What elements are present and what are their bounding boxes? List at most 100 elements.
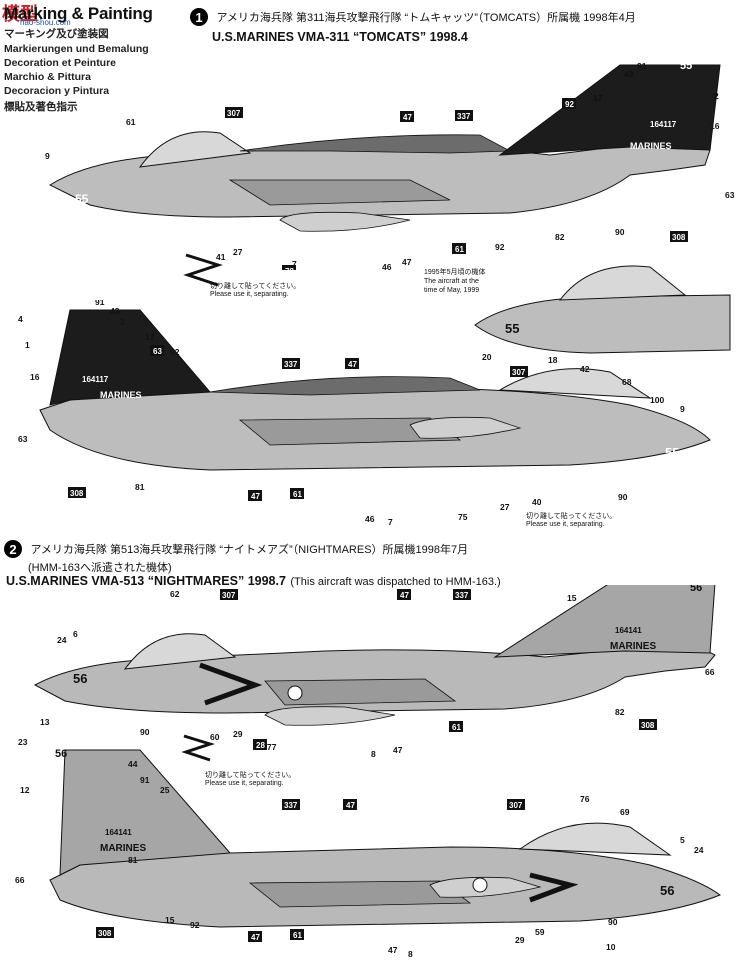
- tag-box: [282, 799, 300, 810]
- tag-text: 308: [672, 233, 686, 242]
- tag-text: 61: [455, 245, 464, 254]
- tag-box: [248, 931, 262, 942]
- scheme1-callout-numbers: 61 17 43 91 2 16 63 9 41 27 7 46 47 92 8…: [45, 61, 735, 270]
- legend-line-es: Decoracion y Pintura: [4, 85, 110, 97]
- callout-81: 81: [135, 482, 145, 492]
- tag-text: 337: [457, 112, 471, 121]
- scheme1-left-view: 55 164117 MARINES 55 307 47 337 92 61 30…: [45, 60, 735, 270]
- separate-decal-1: [183, 253, 223, 287]
- scheme2-subtitle: (HMM-163へ派遣された機体): [28, 558, 172, 576]
- callout-42: 42: [580, 364, 590, 374]
- tag-box: [507, 799, 525, 810]
- callout-90: 90: [140, 727, 150, 737]
- separate-note-2-jp: 切り離して貼ってください。: [526, 513, 617, 520]
- callout-20: 20: [482, 352, 492, 362]
- callout-76: 76: [580, 794, 590, 804]
- scheme2-title-jp2: (HMM-163へ派遣された機体): [28, 562, 172, 574]
- scheme2-serial: 164141: [615, 626, 642, 635]
- callout-81: 81: [128, 855, 138, 865]
- tag-box: [670, 231, 688, 242]
- callout-16: 16: [30, 372, 40, 382]
- scheme1-title-jp: アメリカ海兵隊 第311海兵攻撃飛行隊 “トムキャッツ”（TOMCATS）所属機…: [216, 12, 636, 25]
- scheme1-title-en: U.S.MARINES VMA-311 “TOMCATS” 1998.4: [212, 30, 468, 44]
- may-note: 1995年5月頃の機体 The aircraft at the time of …: [424, 268, 485, 295]
- callout-92: 92: [190, 920, 200, 930]
- legend-line-fr: Decoration et Peinture: [4, 57, 117, 69]
- callout-66: 66: [705, 667, 715, 677]
- callout-4: 4: [18, 314, 23, 324]
- tag-text: 28: [256, 741, 265, 750]
- callout-63: 63: [725, 190, 735, 200]
- tag-text: 47: [400, 591, 409, 600]
- callout-16: 16: [710, 121, 720, 131]
- tag-text: 307: [227, 109, 241, 118]
- callout-8: 8: [408, 949, 413, 959]
- separate-decal-2: [181, 734, 215, 762]
- tag-box: [397, 589, 411, 600]
- tag-text: 61: [452, 723, 461, 732]
- scheme2-tail-code: 56: [690, 585, 702, 594]
- site-logo: 模型 hao-shou.com: [0, 0, 80, 32]
- tag-text: 307: [222, 591, 236, 600]
- tag-box: [248, 490, 262, 501]
- callout-75: 75: [458, 512, 468, 522]
- scheme1-r-callout-numbers: 4 91 43 3 1 16 63 17 92 42 68 100 9 81 4…: [18, 300, 685, 527]
- may-note-jp: 1995年5月頃の機体: [424, 269, 486, 276]
- callout-46: 47: [402, 257, 412, 267]
- separate-note-1: 切り離して貼ってください。 Please use it, separating.: [210, 283, 300, 299]
- callout-91: 91: [140, 775, 150, 785]
- legend-line-zh: 標貼及著色指示: [4, 101, 78, 113]
- tag-text: 337: [284, 801, 298, 810]
- legend-line-de: Markierungen und Bemalung: [4, 43, 149, 55]
- logo-sub: hao-shou.com: [20, 18, 71, 27]
- scheme2-r-tail-code: 56: [55, 748, 67, 760]
- logo-main: 模型: [2, 4, 38, 24]
- callout-18: 18: [548, 355, 558, 365]
- callout-23: 23: [18, 737, 28, 747]
- scheme2-callout-tags: 307 47 337 61 308 28: [220, 589, 657, 750]
- callout-82: 82: [615, 707, 625, 717]
- separate-note-1-en: Please use it, separating.: [210, 291, 289, 298]
- scheme1-header: 1 アメリカ海兵隊 第311海兵攻撃飛行隊 “トムキャッツ”（TOMCATS）所…: [190, 8, 636, 26]
- callout-47: 47: [388, 945, 398, 955]
- callout-6: 6: [73, 629, 78, 639]
- scheme1-r-serial: 164117: [82, 375, 109, 384]
- tag-text: 47: [251, 933, 260, 942]
- tag-text: 63: [153, 347, 162, 356]
- scheme2-title-en-note: (This aircraft was dispatched to HMM-163…: [290, 576, 501, 588]
- separate-note-3: 切り離して貼ってください。 Please use it, separating.: [205, 772, 295, 788]
- scheme1-right-view: 55 164117 MARINES 55 63 337 47 307 308 4…: [18, 300, 711, 527]
- callout-43: 43: [624, 69, 634, 79]
- scheme2-header: 2 アメリカ海兵隊 第513海兵攻撃飛行隊 “ナイトメアズ”（NIGHTMARE…: [4, 540, 468, 558]
- callout-60: 60: [210, 732, 220, 742]
- scheme1-nose-code: 55: [75, 192, 89, 206]
- callout-15: 15: [567, 593, 577, 603]
- callout-7: 46: [382, 262, 392, 270]
- scheme2-r-callout-tags: 337 47 307 308 47 61: [96, 799, 525, 942]
- scheme1-callout-tags: 307 47 337 92 61 308 78: [225, 98, 688, 270]
- scheme1-badge: 1: [190, 8, 208, 26]
- scheme2-nose-code: 56: [73, 671, 87, 686]
- scheme2-r-serial: 164141: [105, 828, 132, 837]
- tag-box: [345, 358, 359, 369]
- legend-line-it: Marchio & Pittura: [4, 71, 91, 83]
- may-note-en-1: The aircraft at the: [424, 278, 479, 285]
- scheme2-marines: MARINES: [610, 641, 656, 652]
- callout-100: 100: [650, 395, 664, 405]
- callout-13: 13: [40, 717, 50, 727]
- scheme1-title-en-wrap: U.S.MARINES VMA-311 “TOMCATS” 1998.4: [212, 28, 468, 46]
- tag-text: 47: [403, 113, 412, 122]
- separate-note-3-jp: 切り離して貼ってください。: [205, 772, 296, 779]
- callout-90: 90: [618, 492, 628, 502]
- callout-44: 44: [128, 759, 138, 769]
- scheme1-r-callout-tags: 63 337 47 307 308 47 61: [68, 345, 528, 501]
- tag-text: 47: [251, 492, 260, 501]
- tag-box: [400, 111, 414, 122]
- callout-7: 7: [388, 517, 393, 527]
- callout-9: 9: [680, 404, 685, 414]
- callout-69: 69: [620, 807, 630, 817]
- callout-77: 77: [267, 742, 277, 752]
- scheme2-r-nose-code: 56: [660, 883, 674, 898]
- tag-box: [68, 487, 86, 498]
- callout-3: 3: [120, 317, 125, 327]
